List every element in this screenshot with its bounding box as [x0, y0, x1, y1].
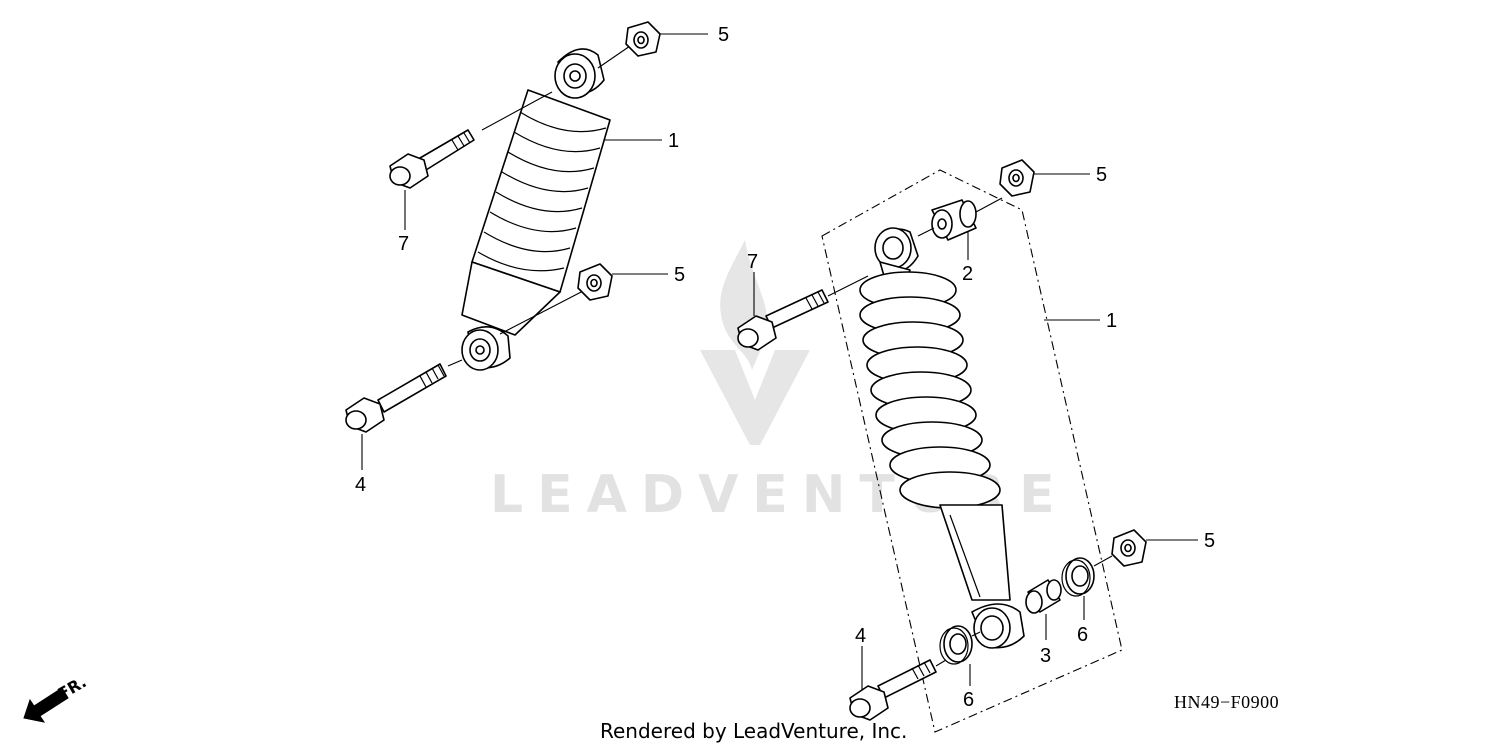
diagram-code: HN49−F0900: [1174, 692, 1279, 712]
callout-right-lower-bolt: 4: [855, 625, 866, 647]
right-upper-bolt: [737, 289, 829, 351]
right-lower-nut: [1111, 529, 1147, 567]
right-collar-6-outer: [1061, 557, 1095, 597]
callout-right-upper-bolt: 7: [747, 251, 758, 273]
callout-right-top-nut: 5: [1096, 164, 1107, 186]
left-upper-eye: [554, 48, 605, 99]
right-upper-bushing: [931, 199, 977, 241]
callout-left-top-nut: 5: [718, 24, 729, 46]
callout-right-bushing: 2: [962, 263, 973, 285]
right-collar-6-inner: [939, 625, 973, 665]
callout-right-assembly: 1: [1106, 310, 1117, 332]
callout-left-upper-bolt: 7: [398, 233, 409, 255]
left-upper-bolt: [389, 129, 475, 189]
right-shock-absorber: [859, 227, 1025, 649]
left-lower-bolt: [345, 363, 447, 433]
left-lower-eye: [461, 326, 511, 371]
callout-right-lower-nut: 5: [1204, 530, 1215, 552]
left-lower-nut: [577, 263, 613, 301]
right-lower-bolt: [849, 659, 937, 721]
left-shock-absorber: [447, 45, 631, 371]
callout-left-lower-nut: 5: [674, 264, 685, 286]
callout-right-collar-3: 3: [1040, 645, 1051, 667]
callout-right-collar-6b: 6: [1077, 624, 1088, 646]
callout-left-shock: 1: [668, 130, 679, 152]
front-direction-arrow-icon: FR.: [23, 672, 90, 723]
right-lower-eye: [971, 603, 1025, 649]
right-upper-nut: [999, 159, 1035, 197]
left-upper-nut: [625, 21, 661, 57]
right-collar-3: [1025, 579, 1062, 614]
callout-right-collar-6a: 6: [963, 689, 974, 711]
footer-credit: Rendered by LeadVenture, Inc.: [600, 719, 907, 743]
callout-left-lower-bolt: 4: [355, 474, 366, 496]
